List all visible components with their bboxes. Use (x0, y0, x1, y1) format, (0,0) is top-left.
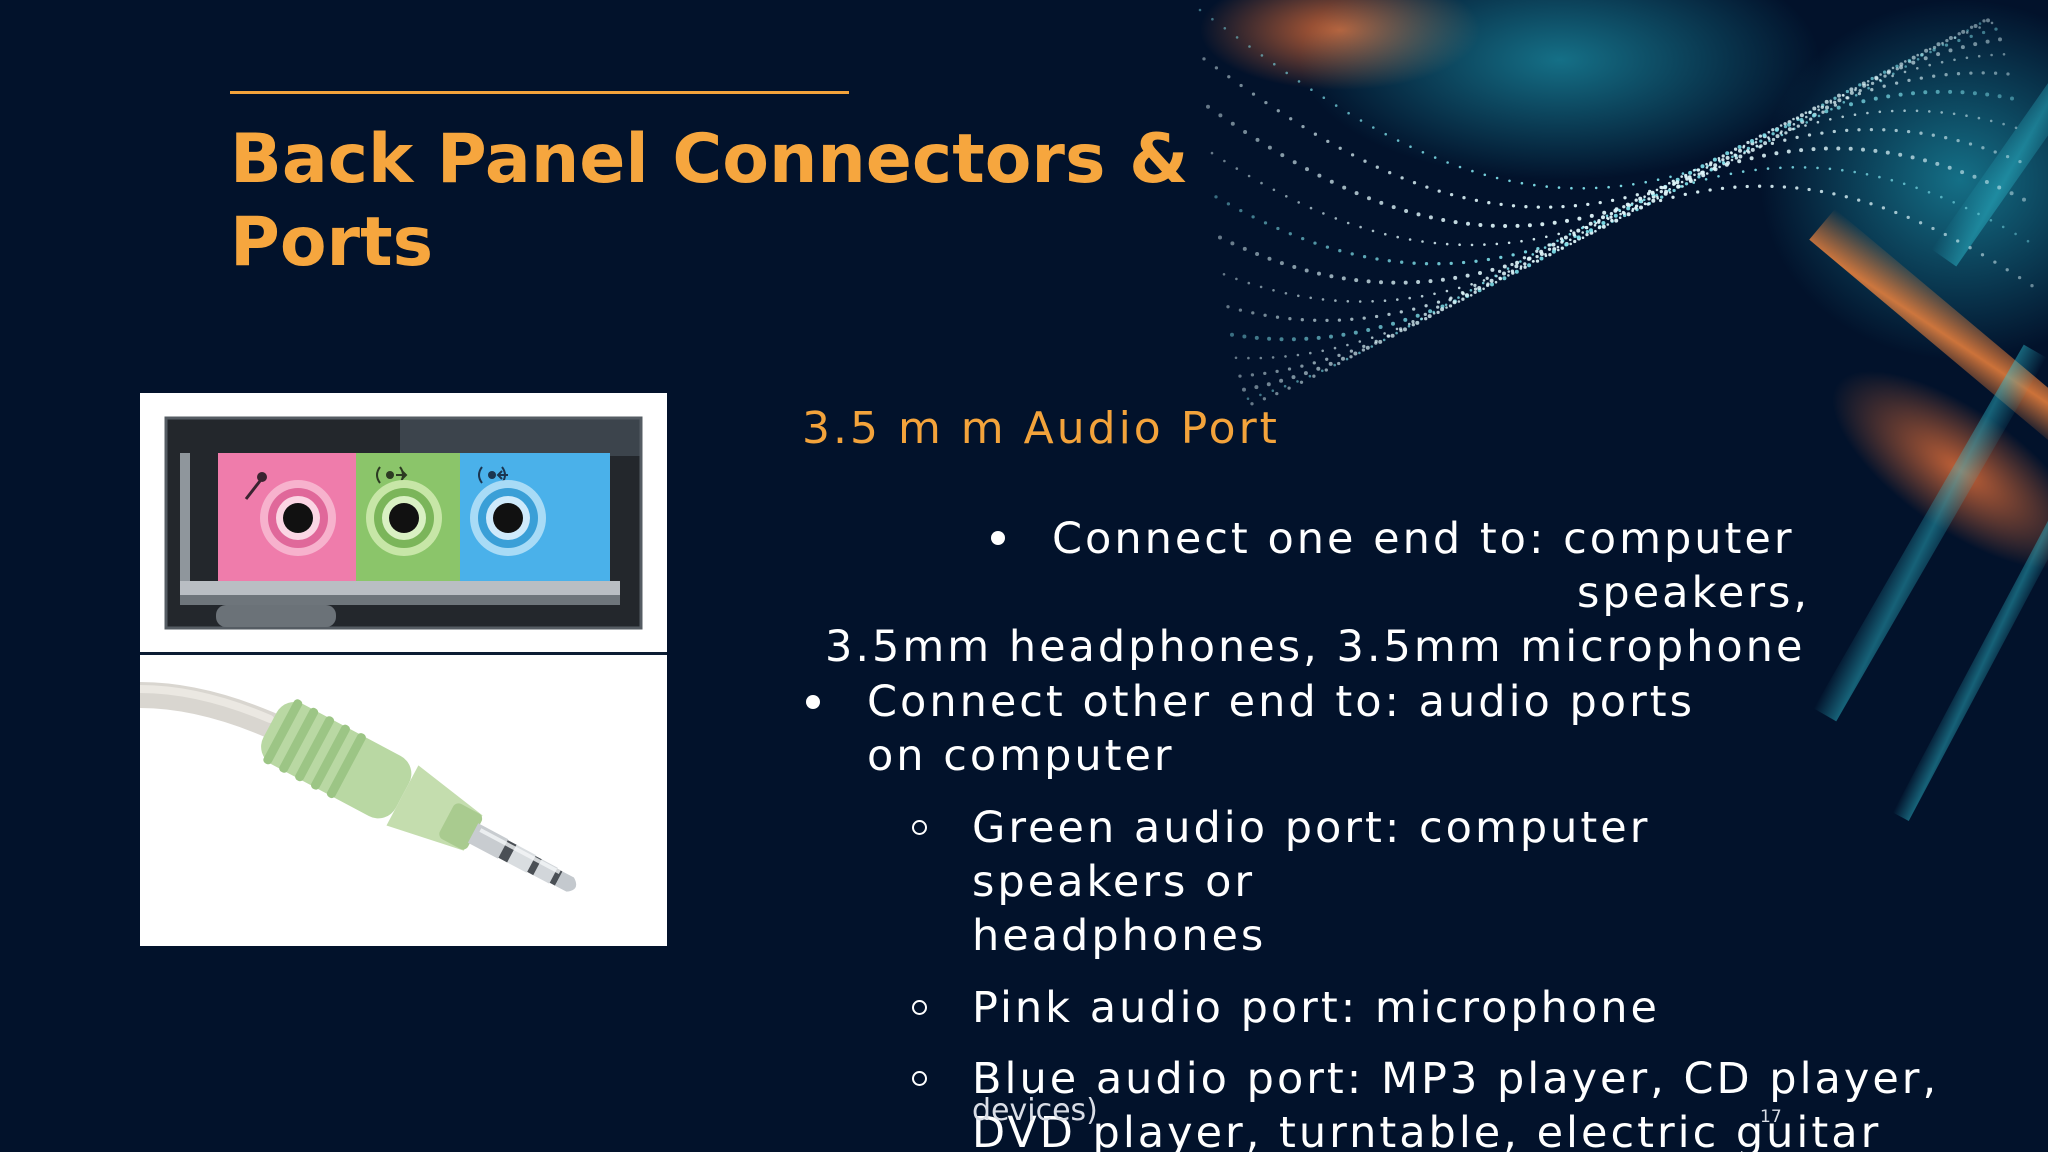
audio-ports-photo-panel (140, 393, 667, 946)
sub-bullet-pink-port: Pink audio port: microphone (972, 983, 1660, 1033)
slide-title: Back Panel Connectors & Ports (230, 120, 1189, 282)
audio-cable-photo (140, 655, 667, 946)
sub-bullet-marker (912, 820, 927, 835)
sub-bullet-green-port-cont2: headphones (972, 911, 1267, 961)
bullet-marker (806, 695, 820, 709)
bullet-line-speakers: speakers, (1577, 568, 1811, 618)
speaker-out-icon (376, 466, 408, 484)
sub-bullet-green-port: Green audio port: computer (972, 803, 1651, 853)
page-number: 17 (1760, 1107, 1782, 1127)
sub-bullet-marker (912, 1071, 927, 1086)
blue-audio-jack (470, 480, 546, 556)
line-in-icon (478, 466, 508, 484)
audio-jacks-photo (140, 393, 667, 652)
sub-bullet-blue-port: Blue audio port: MP3 player, CD player, (972, 1054, 1940, 1104)
title-accent-rule (230, 91, 849, 94)
dotted-wave-pattern (1198, 8, 2034, 406)
bullet-line-connect-other-end: Connect other end to: audio ports (867, 677, 1696, 727)
overflow-text-devices: devices) (972, 1093, 1098, 1128)
pink-audio-jack (260, 480, 336, 556)
bullet-marker (991, 531, 1005, 545)
bullet-line-on-computer: on computer (867, 731, 1175, 781)
bullet-line-connect-one-end: Connect one end to: computer (1052, 514, 1795, 564)
bullet-line-headphones-mic: 3.5mm headphones, 3.5mm microphone (825, 622, 1806, 672)
sub-bullet-blue-port-cont: DVD player, turntable, electric guitar (972, 1108, 1882, 1152)
sub-bullet-green-port-cont: speakers or (972, 857, 1256, 907)
sub-bullet-marker (912, 1000, 927, 1015)
photo-divider (140, 652, 667, 655)
microphone-icon (244, 472, 267, 500)
green-audio-jack (366, 480, 442, 556)
section-subtitle: 3.5 m m Audio Port (802, 403, 1280, 454)
